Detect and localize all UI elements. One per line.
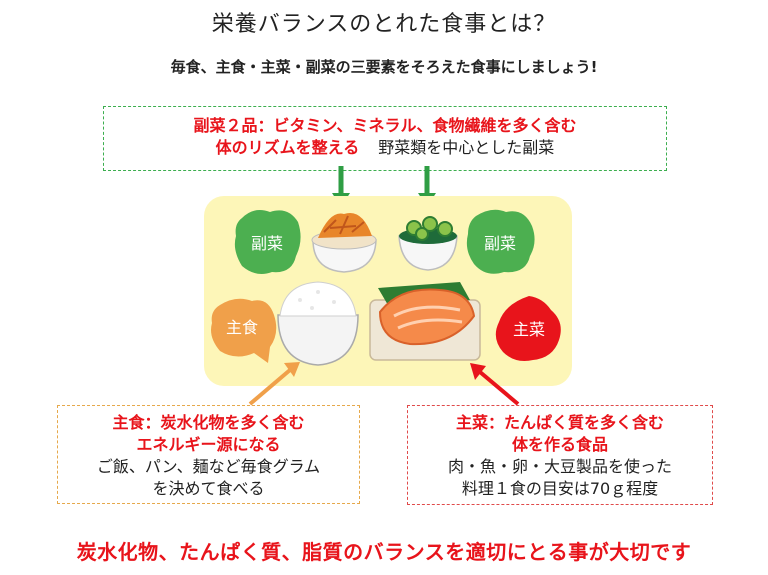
staple-line2: エネルギー源になる [136, 435, 281, 454]
main-line3: 肉・魚・卵・大豆製品を使った [447, 457, 672, 476]
side-dish-right-blob [466, 209, 535, 274]
main-label: 主菜 [512, 320, 545, 339]
side-dish-line2-red: 体のリズムを整える [215, 138, 360, 157]
staple-line4: を決めて食べる [152, 479, 265, 498]
main-line1: 主菜：たんぱく質を多く含む [455, 413, 664, 432]
staple-blob [211, 298, 277, 363]
staple-line3: ご飯、パン、麺など毎食グラム [96, 457, 321, 476]
main-dish-info-box: 主菜：たんぱく質を多く含む 体を作る食品 肉・魚・卵・大豆製品を使った 料理１食… [407, 405, 713, 505]
side-dish-right-label: 副菜 [483, 234, 516, 253]
staple-line1: 主食：炭水化物を多く含む [112, 413, 305, 432]
main-line4: 料理１食の目安は70ｇ程度 [461, 479, 659, 498]
staple-label: 主食 [225, 318, 258, 337]
main-blob [495, 296, 561, 361]
orange-arrow [248, 362, 300, 406]
red-arrow [470, 363, 520, 406]
side-dish-left-blob [234, 210, 301, 274]
grilled-salmon-plate-icon [369, 282, 481, 361]
side-dish-line2: 体のリズムを整える 野菜類を中心とした副菜 [104, 137, 666, 159]
staple-info-box: 主食：炭水化物を多く含む エネルギー源になる ご飯、パン、麺など毎食グラム を決… [57, 405, 360, 504]
side-dish-line2-black: 野菜類を中心とした副菜 [378, 138, 555, 157]
page-title: 栄養バランスのとれた食事とは？ [211, 12, 557, 37]
side-dish-line1: 副菜２品：ビタミン、ミネラル、食物繊維を多く含む [193, 116, 577, 135]
footer-message: 炭水化物、たんぱく質、脂質のバランスを適切にとる事が大切です [76, 540, 692, 564]
cucumber-salad-bowl-icon [398, 216, 458, 271]
rice-bowl-icon [277, 281, 359, 366]
side-dish-left-label: 副菜 [250, 234, 283, 253]
side-dish-info-box: 副菜２品：ビタミン、ミネラル、食物繊維を多く含む 体のリズムを整える 野菜類を中… [103, 106, 667, 171]
page-subtitle: 毎食、主食・主菜・副菜の三要素をそろえた食事にしましょう! [170, 58, 598, 76]
carrot-salad-bowl-icon [311, 212, 377, 273]
main-line2: 体を作る食品 [511, 435, 608, 454]
